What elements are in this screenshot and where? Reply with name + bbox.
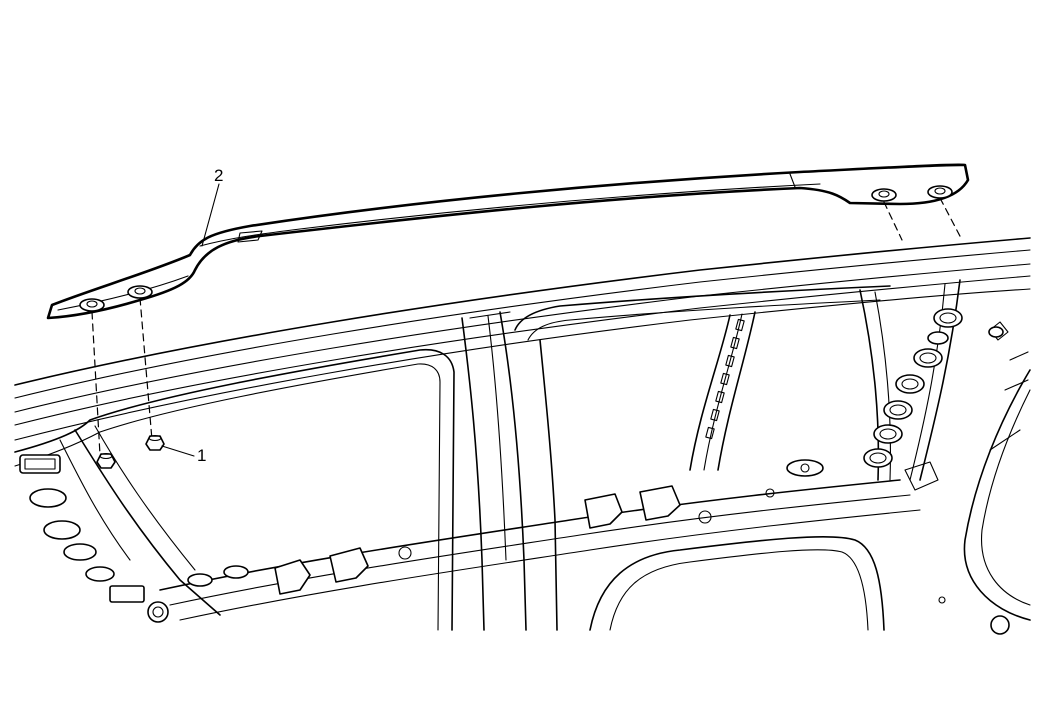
rear-details xyxy=(904,321,1029,635)
callout-2-label: 2 xyxy=(214,166,223,185)
front-pillar-details xyxy=(19,454,824,623)
callout-1-label: 1 xyxy=(197,446,206,465)
callout-1: 1 xyxy=(161,445,206,465)
rail-boss xyxy=(871,188,897,202)
installed-fastener-rear xyxy=(927,326,1004,345)
rail-slots xyxy=(705,318,745,440)
rail-fastener-nut xyxy=(145,434,165,451)
mounting-brackets xyxy=(274,485,775,595)
rail-boss xyxy=(79,298,105,312)
installed-fastener-nut xyxy=(96,452,116,469)
alignment-lines xyxy=(91,197,963,456)
pillar-holes xyxy=(863,308,963,468)
roof-rack-rail xyxy=(46,163,970,320)
rail-boss xyxy=(127,285,153,299)
rail-boss xyxy=(927,185,953,199)
callout-2: 2 xyxy=(201,166,223,247)
